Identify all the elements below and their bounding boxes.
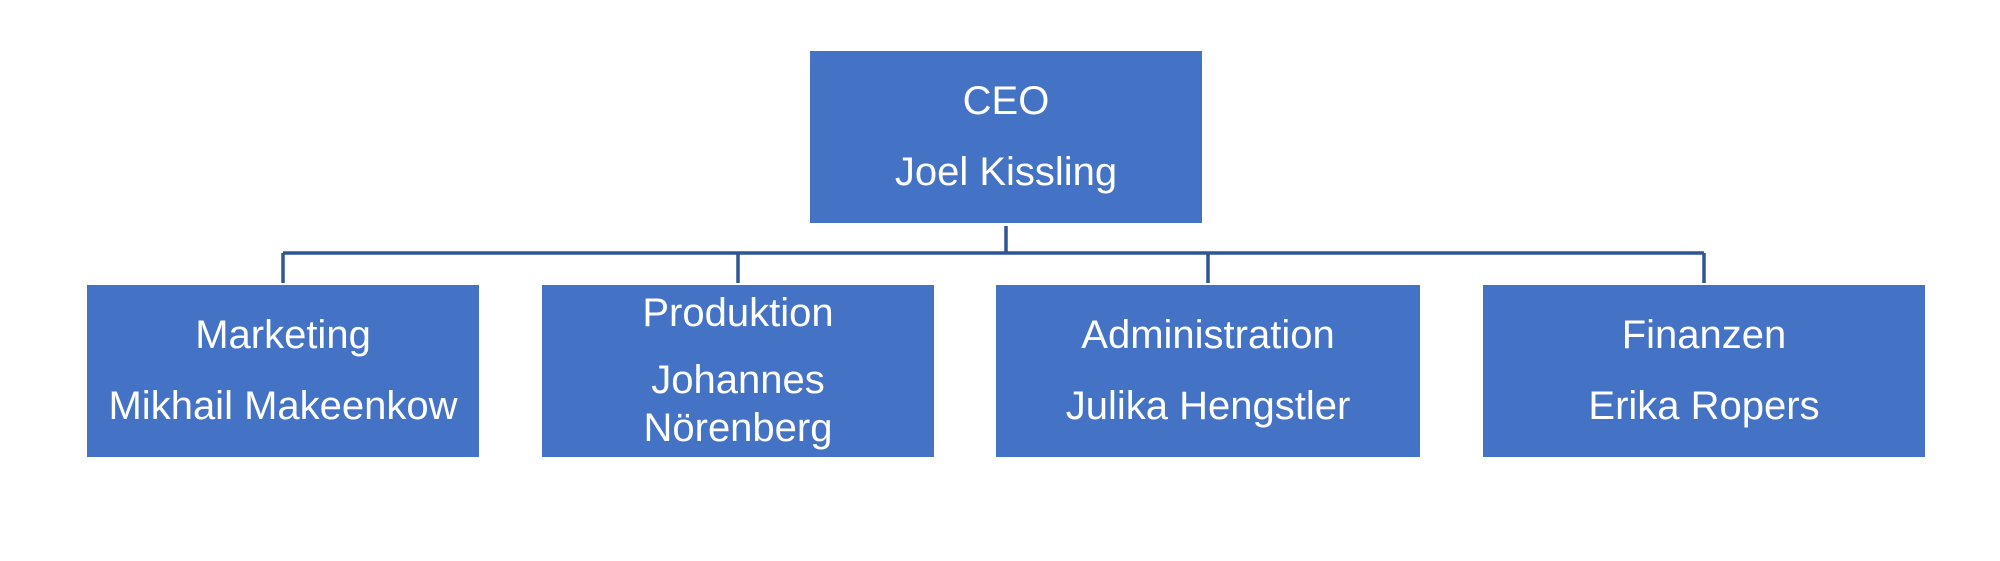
department-head-name: Mikhail Makeenkow: [108, 384, 458, 428]
department-box-finanzen: Finanzen Erika Ropers: [1483, 285, 1925, 457]
department-role: Marketing: [195, 313, 371, 358]
department-box-produktion: Produktion Johannes Nörenberg: [542, 285, 934, 457]
department-role: Administration: [1081, 313, 1335, 358]
ceo-role: CEO: [962, 79, 1050, 124]
department-role: Produktion: [642, 290, 834, 335]
department-box-marketing: Marketing Mikhail Makeenkow: [87, 285, 479, 457]
ceo-box: CEO Joel Kissling: [810, 51, 1202, 223]
department-head-name: Erika Ropers: [1588, 384, 1820, 428]
department-head-name: Johannes Nörenberg: [643, 357, 833, 451]
ceo-name: Joel Kissling: [894, 150, 1118, 194]
department-head-name: Julika Hengstler: [1065, 384, 1351, 428]
department-role: Finanzen: [1621, 313, 1787, 358]
department-box-administration: Administration Julika Hengstler: [996, 285, 1420, 457]
